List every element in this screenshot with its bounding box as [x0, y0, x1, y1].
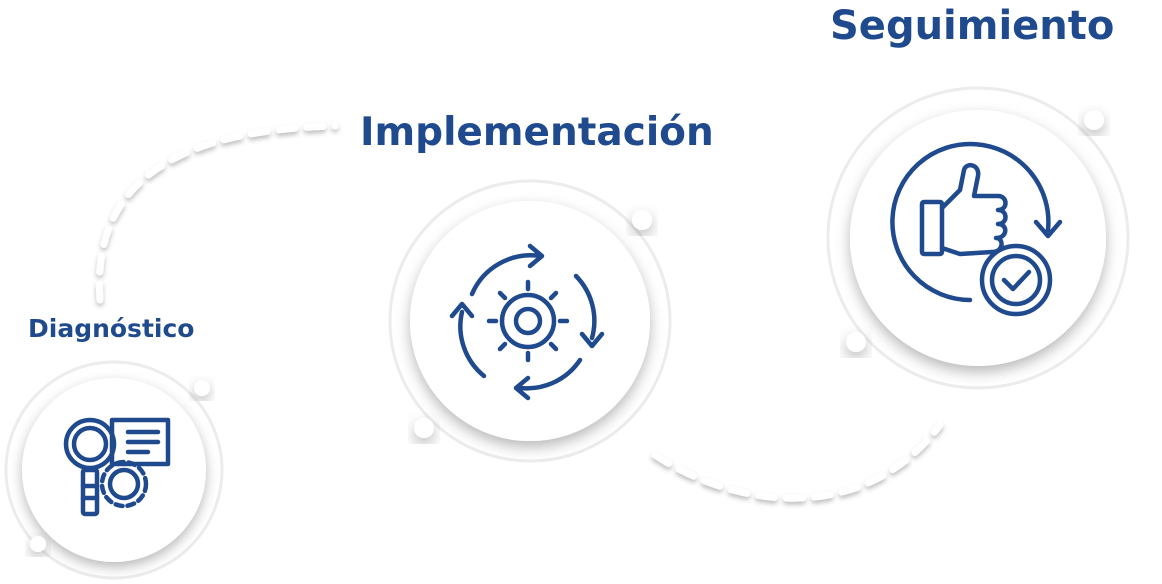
ring-dot [194, 380, 210, 396]
inner-circle [410, 201, 650, 441]
step-implementacion [380, 176, 680, 476]
step-diagnostico [2, 358, 232, 584]
ring-dot [414, 418, 434, 438]
outer-ring [4, 360, 224, 580]
ring-dot [632, 210, 652, 230]
step-label-seguimiento: Seguimiento [830, 3, 1115, 49]
step-seguimiento [810, 82, 1150, 402]
ring-dot [30, 536, 46, 552]
outer-ring [826, 86, 1130, 390]
gear-cycle-arrows-icon [449, 243, 605, 401]
connector-implementacion-seguimiento [651, 421, 944, 502]
outer-ring [388, 179, 672, 463]
thumbs-up-checkmark-icon [890, 141, 1063, 317]
magnifier-gear-document-icon [63, 417, 171, 517]
step-label-diagnostico: Diagnóstico [28, 314, 195, 343]
ring-dot [846, 332, 866, 352]
inner-circle [850, 110, 1106, 366]
ring-dot [1084, 110, 1104, 130]
step-label-implementacion: Implementación [360, 110, 714, 155]
connector-diagnostico-implementacion [95, 122, 339, 304]
inner-circle [22, 378, 206, 562]
